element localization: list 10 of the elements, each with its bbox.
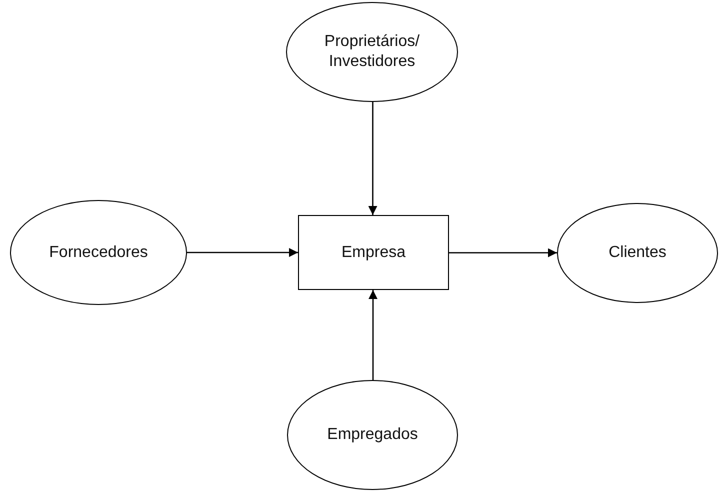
node-label: Clientes [608, 243, 666, 263]
node-label: Fornecedores [49, 242, 148, 262]
arrow [187, 248, 298, 257]
arrow [368, 102, 378, 215]
arrow [368, 290, 378, 380]
node-label: Proprietários/ Investidores [323, 32, 421, 72]
arrow [449, 248, 557, 258]
node-label: Empregados [327, 425, 418, 445]
node-label: Empresa [341, 242, 406, 262]
process-box [298, 215, 449, 290]
